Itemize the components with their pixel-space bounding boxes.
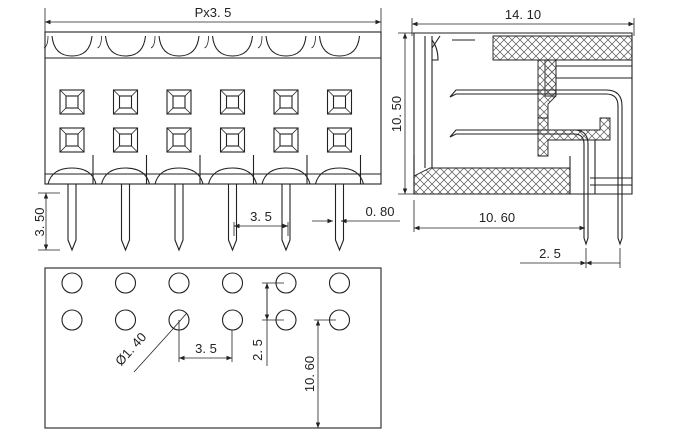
scallop (265, 35, 307, 57)
pcb-hole (61, 272, 83, 294)
square-opening (326, 127, 353, 153)
pcb-hole (221, 309, 244, 331)
arch (100, 167, 151, 185)
upper-pin (449, 89, 623, 246)
middle-hatch (537, 59, 557, 119)
pin-pitch-dimension: 3. 5 (233, 209, 289, 236)
scallop-edge (97, 35, 102, 49)
side-offset-dimension: 10. 60 (413, 200, 585, 232)
pitch-label: Px3. 5 (195, 5, 232, 20)
pin (67, 184, 77, 252)
scallop-edge (204, 35, 209, 49)
square-opening (112, 127, 139, 153)
bottom-hatch (413, 167, 571, 195)
side-view: 14. 10 10. 50 (389, 7, 635, 268)
lower-hatch (537, 117, 611, 157)
square-opening (59, 89, 85, 115)
square-opening (112, 89, 139, 115)
square-opening (273, 89, 299, 115)
pcb-hole (328, 272, 351, 294)
row-pitch-label: 2. 5 (539, 246, 561, 261)
pcb-col-pitch-dimension: 3. 5 (178, 320, 233, 362)
square-opening (273, 127, 299, 153)
wire-entry-openings (59, 89, 353, 153)
scallop-edge (257, 35, 263, 49)
depth-label: 14. 10 (505, 7, 541, 22)
pcb-col-pitch-label: 3. 5 (195, 341, 217, 356)
height-label: 10. 50 (389, 96, 404, 132)
lower-pin (449, 129, 589, 246)
pcb-hole (221, 272, 244, 294)
scallop-edge (150, 35, 156, 49)
square-opening (326, 89, 353, 115)
bottom-arches (47, 155, 415, 185)
scallop-edge (43, 35, 49, 49)
pin-width-dimension: 0. 80 (312, 204, 400, 224)
pcb-row-pitch-dimension: 2. 5 (250, 282, 284, 366)
arch (207, 167, 258, 185)
pcb-hole (114, 309, 137, 331)
pcb-hole (61, 309, 83, 331)
pin-length-dimension: 3. 50 (32, 192, 60, 251)
hole-diameter-dimension: Ø1. 40 (112, 313, 187, 373)
pcb-hole (114, 272, 137, 294)
square-opening (166, 127, 192, 153)
pin (227, 184, 238, 252)
scallop (104, 35, 147, 57)
pcb-holes (61, 272, 351, 331)
front-view: Px3. 5 3. 50 3. 5 (32, 5, 415, 252)
square-opening (219, 89, 246, 115)
top-scallops (43, 35, 361, 57)
row-pitch-dimension: 2. 5 (520, 246, 621, 268)
arch (314, 167, 365, 185)
pcb-layout: Ø1. 40 3. 5 2. 5 10. 60 (44, 267, 382, 429)
scallop (318, 35, 361, 57)
pin (120, 184, 131, 252)
side-offset-label: 10. 60 (479, 210, 515, 225)
arch (261, 167, 311, 185)
height-dimension: 10. 50 (389, 32, 418, 195)
pin (174, 184, 184, 252)
square-opening (219, 127, 246, 153)
depth-dimension: 14. 10 (411, 7, 635, 36)
hole-diameter-label: Ø1. 40 (112, 329, 149, 368)
pin-width-label: 0. 80 (366, 204, 395, 219)
pin-pitch-label: 3. 5 (250, 209, 272, 224)
arch (154, 167, 204, 185)
square-opening (166, 89, 192, 115)
scallop-edge (311, 35, 316, 49)
side-housing (413, 32, 633, 195)
scallop (51, 35, 93, 57)
pcb-row-pitch-label: 2. 5 (250, 339, 265, 361)
front-pins (67, 184, 345, 252)
connector-body (44, 31, 382, 185)
scallop (158, 35, 200, 57)
pcb-offset-dimension: 10. 60 (302, 319, 336, 428)
scallop (211, 35, 254, 57)
square-opening (59, 127, 85, 153)
pcb-outline (44, 267, 382, 429)
pin (334, 184, 345, 252)
arch (47, 167, 97, 185)
pin (281, 184, 291, 252)
pcb-hole (168, 272, 190, 294)
pitch-dimension: Px3. 5 (44, 5, 382, 32)
pin-length-label: 3. 50 (32, 208, 47, 237)
pcb-offset-label: 10. 60 (302, 356, 317, 392)
